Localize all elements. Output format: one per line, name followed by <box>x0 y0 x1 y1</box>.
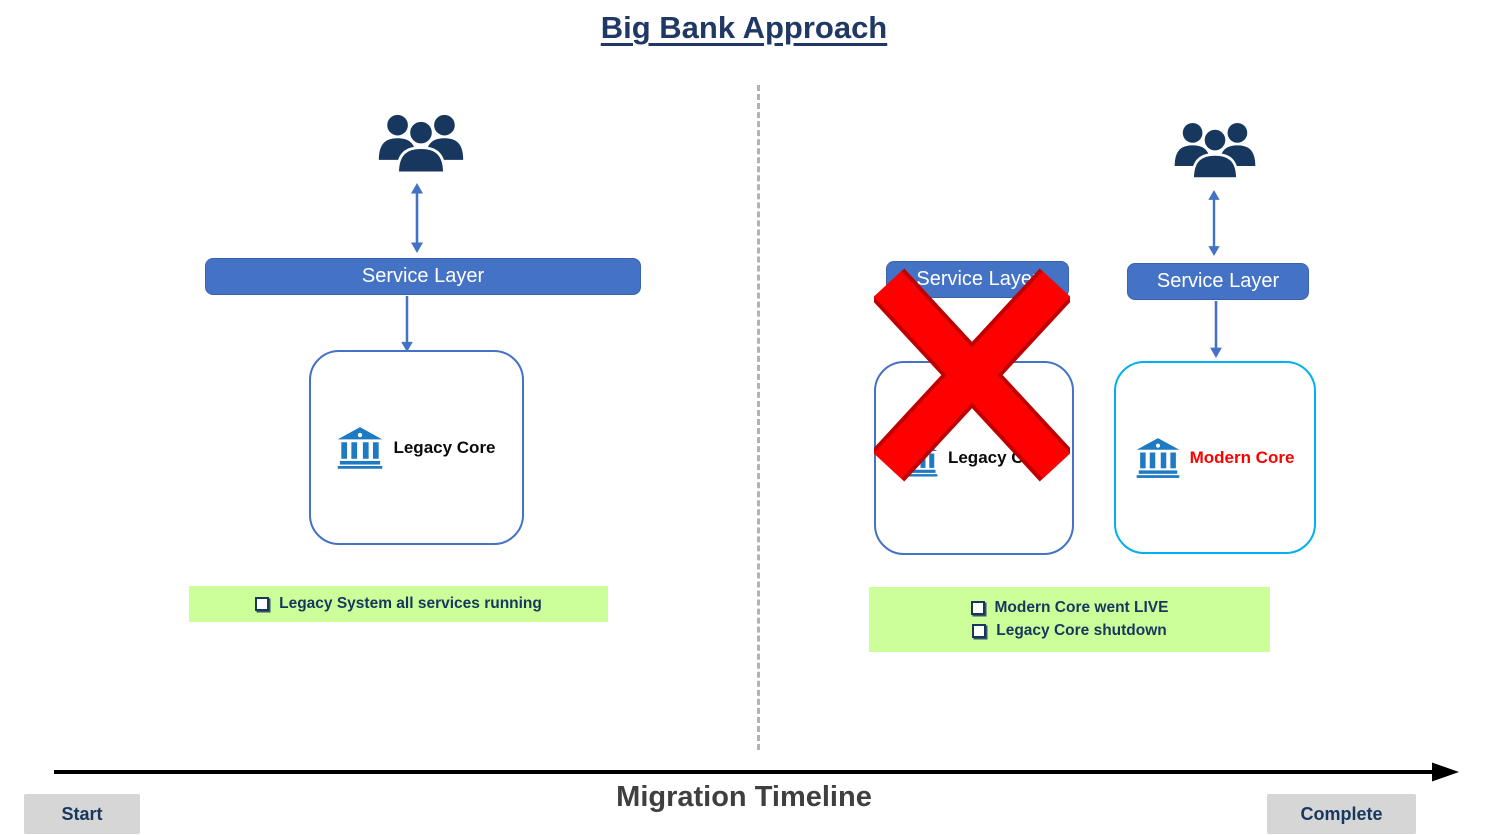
bank-building-icon <box>1136 438 1180 478</box>
modern-core-box: Modern Core <box>1114 361 1316 554</box>
service-layer-box: Service Layer <box>205 258 641 295</box>
modern-core-label: Modern Core <box>1189 447 1295 467</box>
timeline-arrow-icon <box>52 759 1460 785</box>
note-text: Modern Core went LIVE <box>994 599 1169 616</box>
note-text: Legacy System all services running <box>279 595 542 612</box>
down-arrow-icon <box>396 296 418 352</box>
modern-service-layer-label: Service Layer <box>1156 270 1280 292</box>
start-phase-note-box: Legacy System all services running <box>189 586 608 622</box>
complete-phase-note-box: Modern Core went LIVE Legacy Core shutdo… <box>869 587 1270 652</box>
checkbox-bullet-icon <box>972 624 987 638</box>
note-line: Legacy Core shutdown <box>972 622 1167 640</box>
timeline-complete-badge: Complete <box>1267 794 1416 834</box>
bank-building-icon <box>337 427 383 469</box>
diagram-title: Big Bank Approach <box>600 10 888 45</box>
service-layer-label: Service Layer <box>361 265 485 287</box>
legacy-core-label: Legacy Core <box>393 437 496 457</box>
phase-divider-line <box>757 85 760 750</box>
timeline-label: Migration Timeline <box>616 781 872 813</box>
note-text: Legacy Core shutdown <box>996 622 1167 639</box>
red-x-icon <box>874 268 1070 482</box>
users-group-icon <box>376 110 466 174</box>
modern-service-layer-box: Service Layer <box>1127 263 1309 300</box>
checkbox-bullet-icon <box>970 601 985 615</box>
note-line: Modern Core went LIVE <box>970 599 1169 617</box>
checkbox-bullet-icon <box>255 597 270 611</box>
users-group-icon <box>1172 118 1258 180</box>
legacy-core-box: Legacy Core <box>309 350 524 545</box>
double-headed-arrow-icon <box>1203 190 1225 256</box>
timeline-start-badge: Start <box>24 794 140 834</box>
down-arrow-icon <box>1205 301 1227 358</box>
double-headed-arrow-icon <box>406 183 428 253</box>
legacy-service-layer-label: Service Layer <box>916 268 1039 290</box>
note-line: Legacy System all services running <box>255 595 542 613</box>
